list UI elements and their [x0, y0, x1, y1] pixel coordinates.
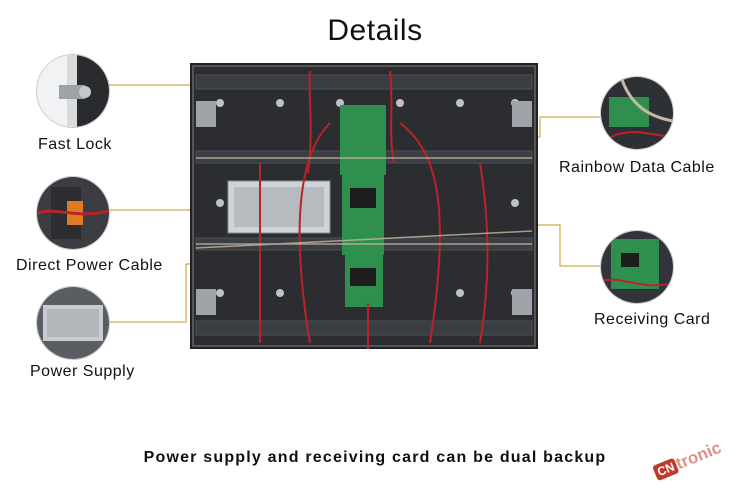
receiving-card-label: Receiving Card	[594, 311, 711, 328]
cntronic-watermark-logo: CNtronic	[651, 430, 748, 494]
fast-lock-thumbnail	[36, 54, 110, 128]
rainbow-data-cable-thumbnail	[600, 76, 674, 150]
watermark-text: tronic	[672, 437, 724, 474]
fast-lock-label: Fast Lock	[38, 136, 112, 153]
direct-power-cable-label: Direct Power Cable	[16, 257, 163, 274]
power-supply-label: Power Supply	[30, 363, 135, 380]
leader-fast-lock	[108, 84, 201, 103]
direct-power-cable-thumbnail	[36, 176, 110, 250]
led-cabinet-back-photo	[190, 63, 538, 349]
caption-text: Power supply and receiving card can be d…	[143, 449, 607, 466]
rainbow-data-cable-label: Rainbow Data Cable	[559, 159, 715, 176]
power-supply-thumbnail	[36, 286, 110, 360]
page-title: Details	[327, 14, 423, 47]
receiving-card-thumbnail	[600, 230, 674, 304]
